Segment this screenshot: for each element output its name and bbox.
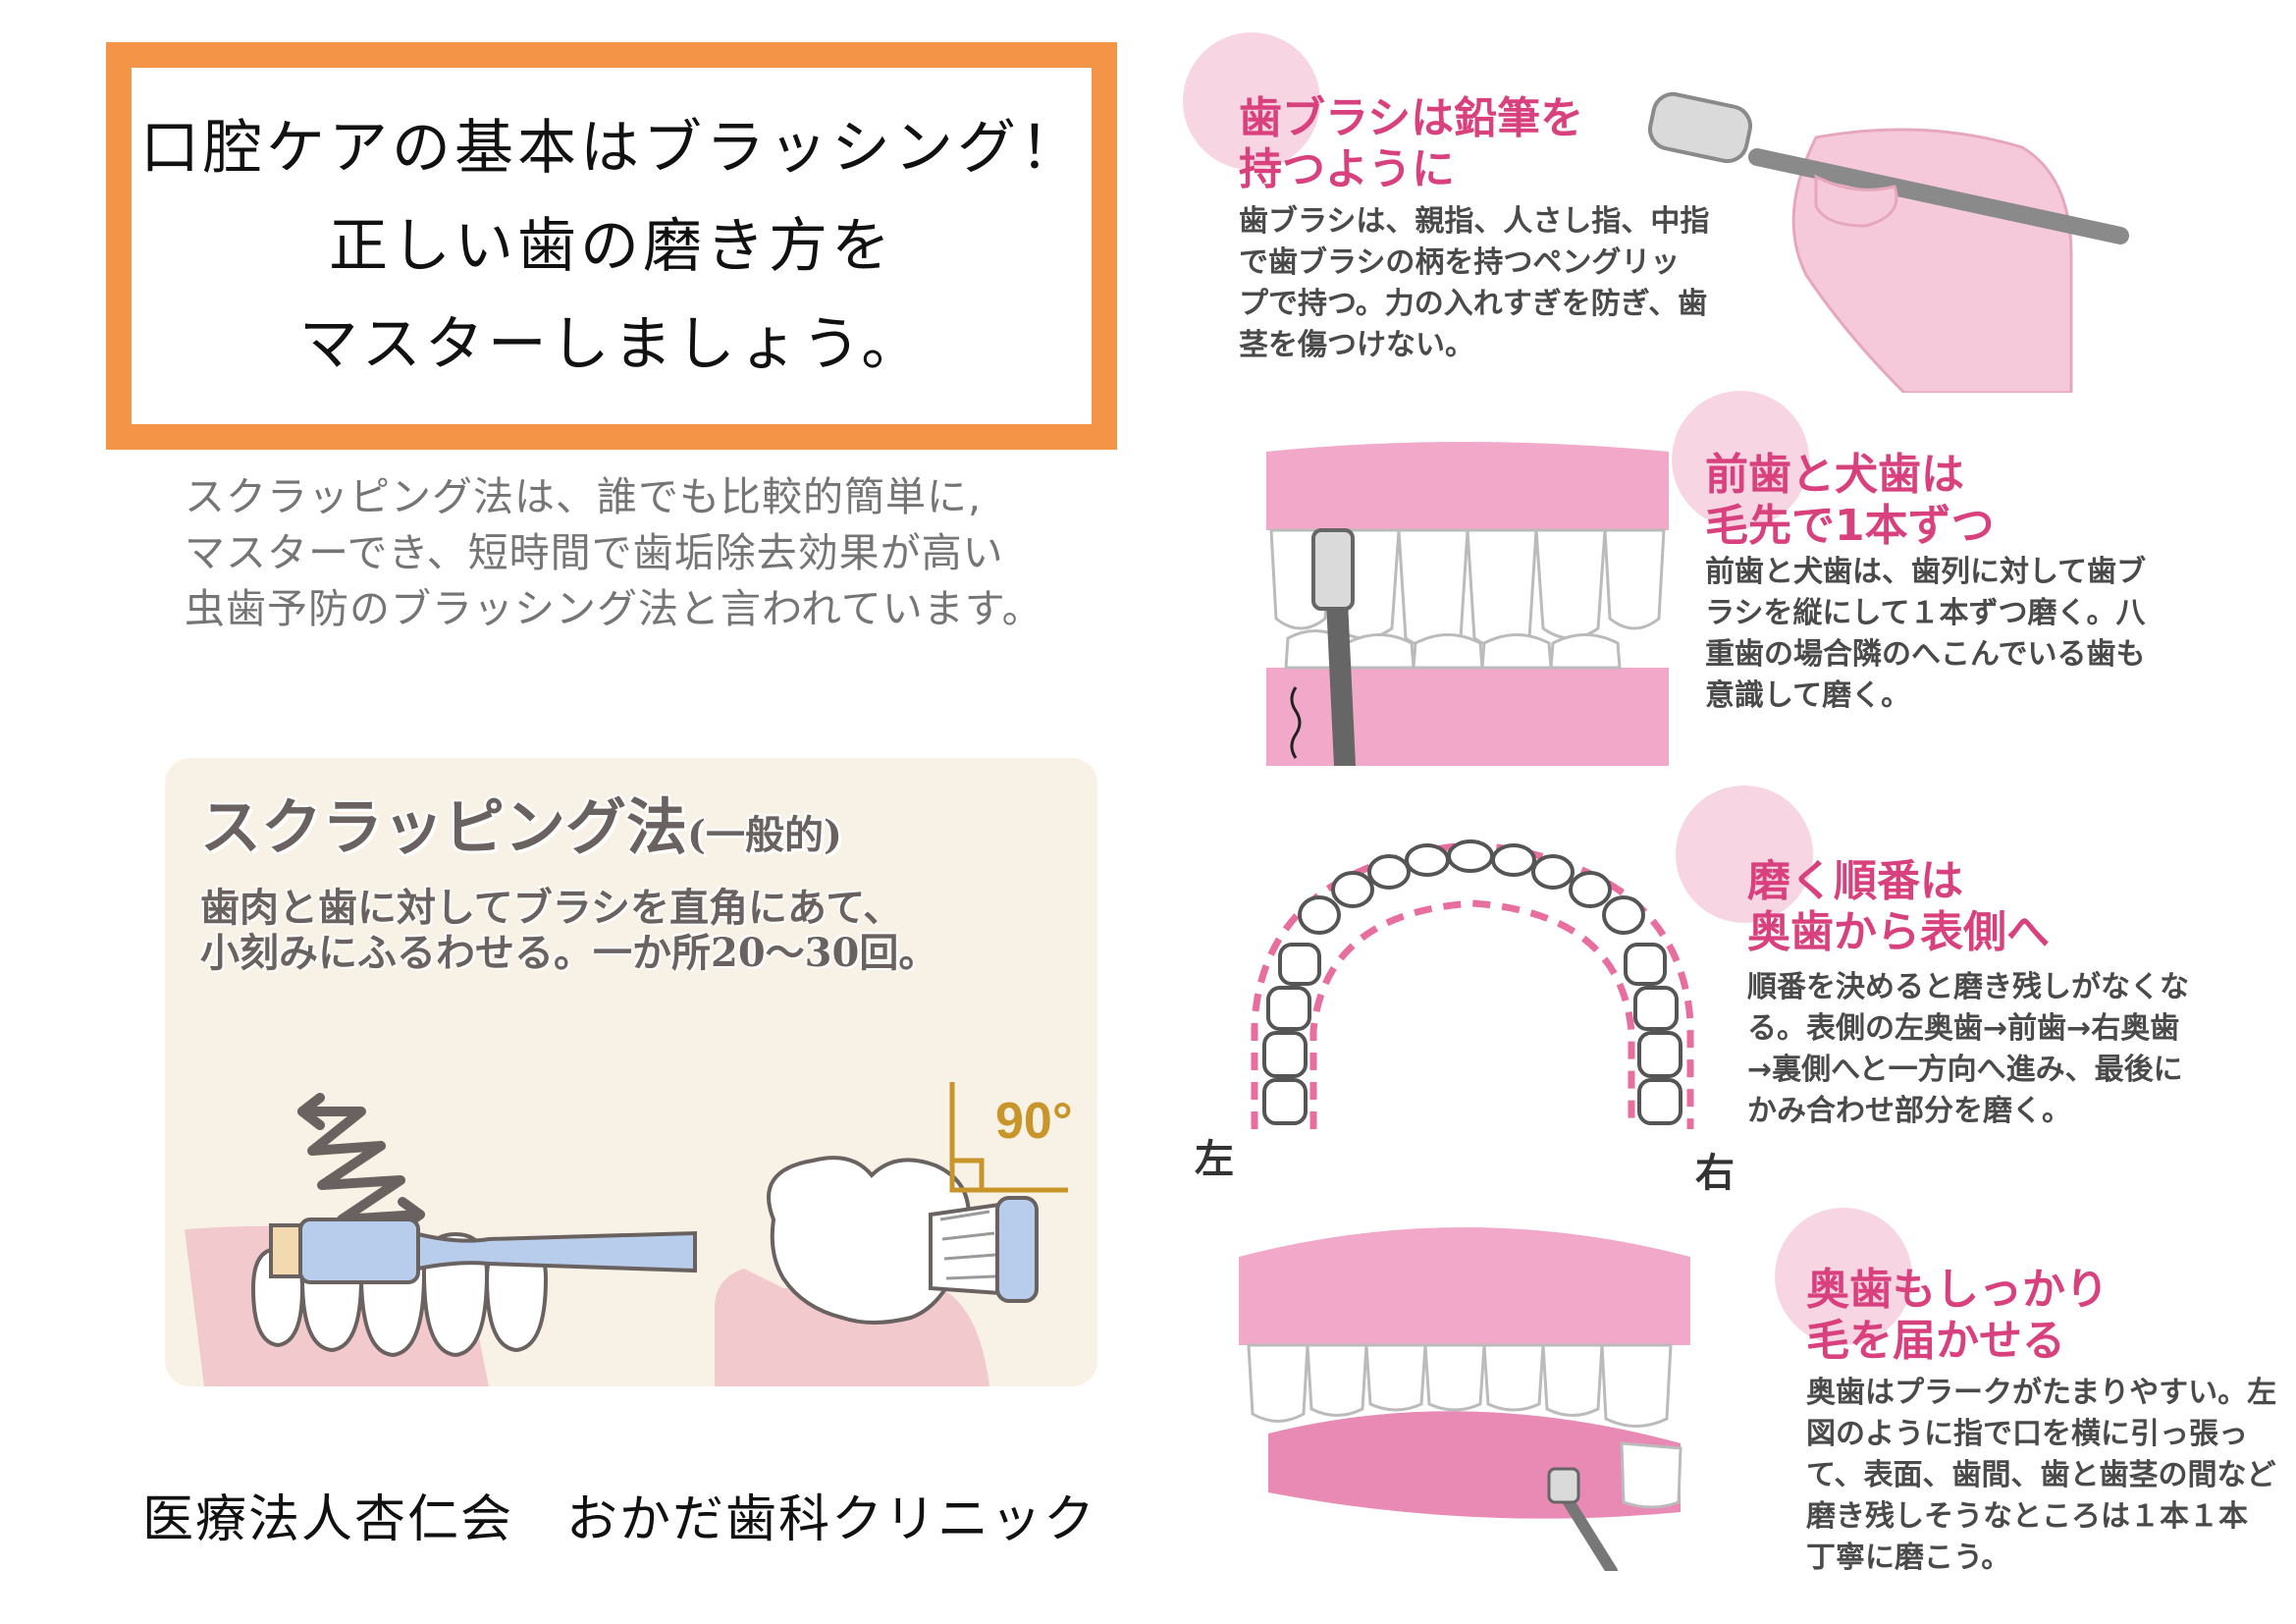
right-angle-indicator (949, 1082, 1068, 1193)
section-1-title-line-1: 歯ブラシは鉛筆を (1239, 93, 1584, 143)
scrubbing-title-main: スクラッピング法 (200, 791, 688, 863)
section-4-body: 奥歯はプラークがたまりやすい。左 図のように指で口を横に引っ張っ て、表面、歯間… (1806, 1373, 2276, 1579)
back-teeth-illustration (1239, 1227, 1690, 1571)
section-3-title-line-1: 磨く順番は (1747, 856, 1963, 906)
angle-label: 90° (995, 1093, 1073, 1150)
section-1-title: 歯ブラシは鉛筆を 持つように (1239, 93, 1583, 195)
section-3-body-line-1: 順番を決めると磨き残しがなくな (1747, 970, 2189, 1004)
section-2-body-line-2: ラシを縦にして１本ずつ磨く。八 (1705, 596, 2146, 630)
section-1-body-line-2: で歯ブラシの柄を持つペングリッ (1239, 245, 1681, 280)
scrubbing-title-note: (一般的) (687, 812, 842, 858)
intro-line-2: マスターでき、短時間で歯垢除去効果が高い (185, 529, 1004, 576)
section-4-circle (1775, 1208, 1912, 1345)
scrubbing-desc-line-2: 小刻みにふるわせる。一か所20〜30回。 (200, 930, 938, 976)
title-line-1: 口腔ケアの基本はブラッシング！ (140, 113, 1083, 183)
title-box: 口腔ケアの基本はブラッシング！ 正しい歯の磨き方を マスターしましょう。 (106, 42, 1117, 450)
toothbrush-horizontal (269, 1218, 697, 1284)
intro-line-1: スクラッピング法は、誰でも比較的簡単に, (185, 473, 983, 520)
scrubbing-desc-line-1: 歯肉と歯に対してブラシを直角にあて、 (200, 885, 903, 931)
section-4-title: 奥歯もしっかり 毛を届かせる (1806, 1265, 2109, 1367)
scrubbing-method-panel: スクラッピング法(一般的) 歯肉と歯に対してブラシを直角にあて、 小刻みにふるわ… (165, 758, 1097, 1386)
intro-paragraph: スクラッピング法は、誰でも比較的簡単に, マスターでき、短時間で歯垢除去効果が高… (185, 469, 1127, 637)
section-4-body-line-3: て、表面、歯間、歯と歯茎の間など (1806, 1458, 2276, 1492)
section-4-body-line-1: 奥歯はプラークがたまりやすい。左 (1806, 1376, 2277, 1410)
section-4-body-line-4: 磨き残しそうなところは１本１本 (1806, 1499, 2248, 1534)
front-teeth-illustration (1266, 442, 1669, 766)
section-2-body-line-4: 意識して磨く。 (1705, 678, 1911, 713)
section-2-title-line-2: 毛先で1本ずつ (1705, 501, 1995, 551)
section-1-circle (1183, 32, 1320, 170)
zigzag-arrow-icon (297, 1093, 425, 1232)
section-1-body-line-4: 茎を傷つけない。 (1239, 328, 1474, 362)
scrubbing-title: スクラッピング法(一般的) (200, 778, 842, 866)
title-line-3: マスターしましょう。 (298, 309, 925, 379)
section-3-body-line-4: かみ合わせ部分を磨く。 (1747, 1094, 2071, 1128)
section-4-title-line-1: 奥歯もしっかり (1806, 1265, 2109, 1315)
section-2-body-line-1: 前歯と犬歯は、歯列に対して歯ブ (1705, 555, 2147, 589)
section-2-title-line-1: 前歯と犬歯は (1705, 450, 1964, 500)
dental-arch-illustration (1251, 839, 1694, 1129)
section-3-title-line-2: 奥歯から表側へ (1747, 907, 2050, 957)
section-1-title-line-2: 持つように (1239, 144, 1455, 194)
section-3-body-line-2: る。表側の左奥歯→前歯→右奥歯 (1747, 1011, 2180, 1046)
front-teeth (250, 1231, 549, 1358)
section-1-body-line-1: 歯ブラシは、親指、人さし指、中指 (1239, 204, 1710, 239)
clinic-name: 医療法人杏仁会 おかだ歯科クリニック (142, 1490, 1097, 1549)
scrubbing-description: 歯肉と歯に対してブラシを直角にあて、 小刻みにふるわせる。一か所20〜30回。 (200, 886, 937, 976)
section-2-circle (1672, 391, 1809, 528)
section-3-body-line-3: →裏側へと一方向へ進み、最後に (1747, 1053, 2183, 1087)
pen-grip-illustration (1647, 91, 2129, 393)
section-2-body: 前歯と犬歯は、歯列に対して歯ブ ラシを縦にして１本ずつ磨く。八 重歯の場合隣のへ… (1705, 552, 2146, 717)
scrubbing-illustration (185, 1082, 1068, 1386)
section-3-body: 順番を決めると磨き残しがなくな る。表側の左奥歯→前歯→右奥歯 →裏側へと一方向… (1747, 967, 2189, 1132)
section-4-title-line-2: 毛を届かせる (1806, 1316, 2065, 1366)
section-4-body-line-5: 丁寧に磨こう。 (1806, 1541, 2011, 1575)
section-1-body-line-3: プで持つ。力の入れすぎを防ぎ、歯 (1239, 287, 1708, 321)
intro-line-3: 虫歯予防のブラッシング法と言われています。 (185, 585, 1043, 632)
section-1-body: 歯ブラシは、親指、人さし指、中指 で歯ブラシの柄を持つペングリッ プで持つ。力の… (1239, 201, 1709, 366)
label-left: 左 (1195, 1137, 1234, 1182)
section-2-title: 前歯と犬歯は 毛先で1本ずつ (1705, 450, 1995, 552)
toothbrush-vertical (929, 1196, 1039, 1303)
section-4-body-line-2: 図のように指で口を横に引っ張っ (1806, 1417, 2248, 1451)
label-right: 右 (1695, 1151, 1735, 1196)
title-line-2: 正しい歯の磨き方を (329, 211, 894, 281)
section-3-title: 磨く順番は 奥歯から表側へ (1747, 856, 2050, 958)
section-2-body-line-3: 重歯の場合隣のへこんでいる歯も (1705, 637, 2146, 672)
section-3-circle (1676, 785, 1813, 923)
